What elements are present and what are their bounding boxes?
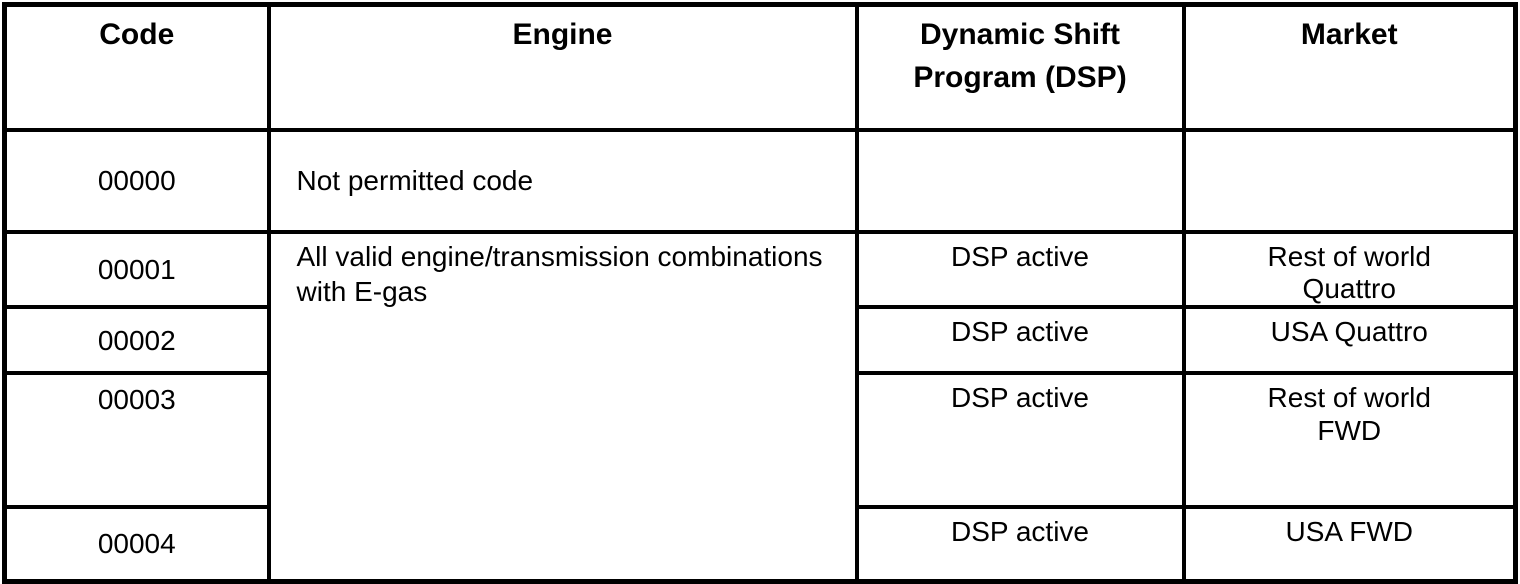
dsp-cell: DSP active: [854, 505, 1186, 584]
dsp-cell: DSP active: [854, 305, 1186, 376]
code-cell: 00000: [2, 127, 271, 234]
market-cell: USA FWD: [1181, 505, 1518, 584]
table-row-00003: 00003 DSP active Rest of world FWD: [2, 371, 1518, 510]
dsp-cell: DSP active: [854, 229, 1186, 310]
code-cell: 00003: [2, 371, 271, 510]
table-row-00004: 00004 DSP active USA FWD: [2, 505, 1518, 584]
code-cell: 00004: [2, 505, 271, 584]
engine-cell-merged: All valid engine/transmission combinatio…: [266, 229, 859, 584]
dsp-cell: [854, 127, 1186, 234]
column-header-engine: Engine: [266, 2, 859, 132]
table-row-00000: 00000 Not permitted code: [2, 127, 1518, 234]
market-cell: Rest of world FWD: [1181, 371, 1518, 510]
market-cell: Rest of world Quattro: [1181, 229, 1518, 310]
market-cell: [1181, 127, 1518, 234]
engine-cell: Not permitted code: [266, 127, 859, 234]
table-row-00002: 00002 DSP active USA Quattro: [2, 305, 1518, 376]
column-header-market: Market: [1181, 2, 1518, 132]
header-row: Code Engine Dynamic Shift Program (DSP) …: [2, 2, 1518, 132]
code-cell: 00001: [2, 229, 271, 310]
table-row-00001: 00001 All valid engine/transmission comb…: [2, 229, 1518, 584]
market-cell: USA Quattro: [1181, 305, 1518, 376]
code-cell: 00002: [2, 305, 271, 376]
dsp-cell: DSP active: [854, 371, 1186, 510]
column-header-code: Code: [2, 2, 271, 132]
column-header-dsp: Dynamic Shift Program (DSP): [854, 2, 1186, 132]
